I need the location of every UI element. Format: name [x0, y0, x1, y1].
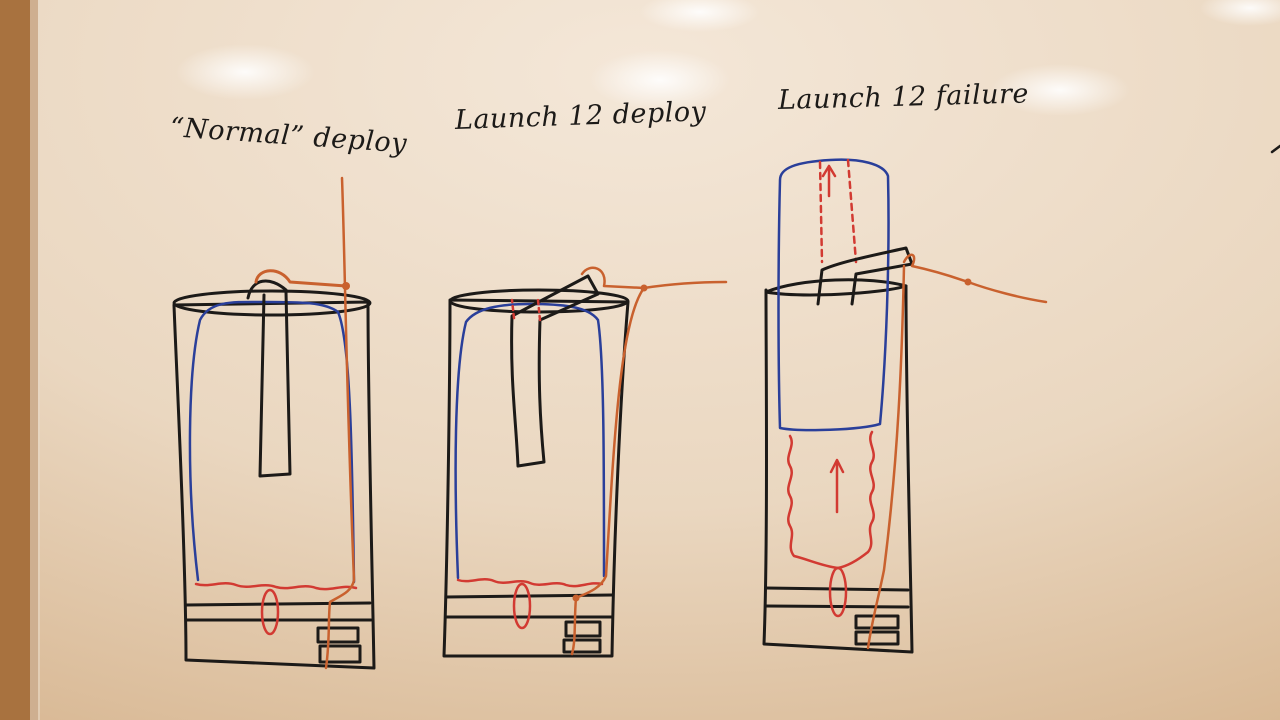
title-launch12-failure: Launch 12 failure — [778, 78, 1030, 116]
board-frame-edge — [30, 0, 40, 720]
glare-1 — [175, 44, 315, 100]
